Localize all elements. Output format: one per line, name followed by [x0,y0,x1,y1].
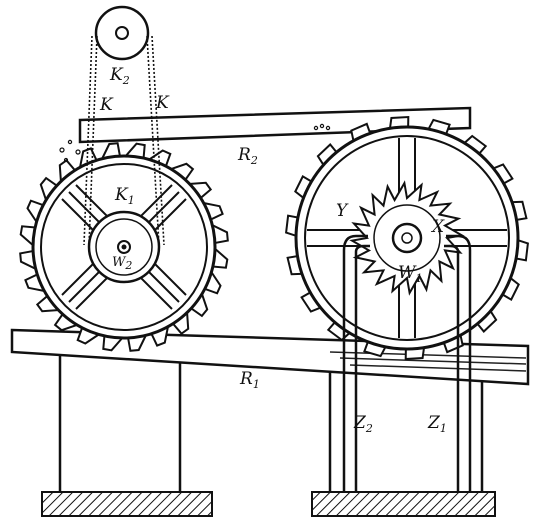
left-wheel-k1 [19,142,229,352]
chain-belt [83,35,165,246]
label-k1: K1 [114,185,135,207]
label-k-left: K [99,95,114,115]
trough-water [329,351,527,372]
label-r1: R1 [239,369,260,391]
label-y: Y [336,201,349,221]
label-k-right: K [155,93,170,113]
right-wheel-spokes [307,138,507,338]
upper-trough-r2 [78,106,472,144]
right-wheel [285,115,529,361]
label-z2: Z2 [353,413,373,435]
top-pulley-k2 [94,5,150,61]
label-w1: W1 [398,263,422,285]
ratchet-inner-ring [373,204,441,272]
pipe-z2 [342,234,370,492]
debris-particles [59,123,331,163]
label-k2: K2 [109,65,130,87]
foundation-right [311,491,496,517]
label-z1: Z1 [427,413,447,435]
pipe-z1 [444,234,472,492]
label-r2: R2 [237,145,258,167]
foundation-left [41,491,213,517]
label-w2: W2 [112,255,132,272]
support-legs [58,350,484,492]
label-x: X [430,217,445,237]
